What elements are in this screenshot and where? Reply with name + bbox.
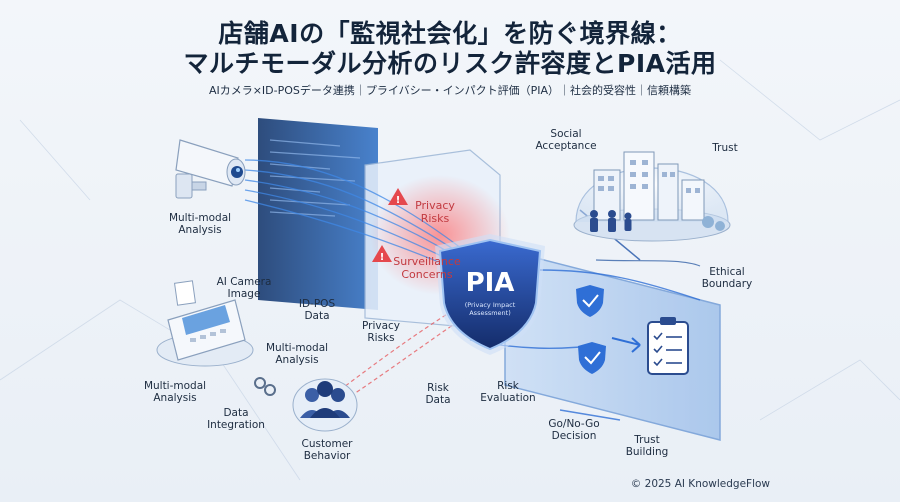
pia-subtitle: (Privacy Impact Assessment) bbox=[464, 301, 516, 317]
title-line-1: 店舗AIの「監視社会化」を防ぐ境界線： bbox=[218, 19, 682, 48]
pia-shield-icon bbox=[435, 234, 545, 355]
pos-terminal-icon bbox=[156, 280, 254, 367]
label-customer-behavior: Customer Behavior bbox=[301, 438, 353, 463]
risk-flow-lines bbox=[339, 299, 476, 401]
clipboard-icon bbox=[647, 317, 689, 375]
check-shield-icon bbox=[576, 285, 604, 317]
label-privacy-risks: Privacy Risks bbox=[361, 320, 401, 345]
label-risk-evaluation: Risk Evaluation bbox=[480, 380, 536, 405]
pia-title: PIA bbox=[465, 268, 515, 298]
svg-text:!: ! bbox=[380, 252, 385, 263]
subtitle: AIカメラ×ID-POSデータ連携｜プライバシー・インパクト評価（PIA）｜社会… bbox=[208, 84, 692, 97]
label-multimodal-analysis-mid: Multi-modal Analysis bbox=[265, 342, 329, 367]
label-trust-building: Trust Building bbox=[625, 434, 669, 459]
security-camera-icon bbox=[175, 139, 246, 199]
label-multimodal-analysis-left: Multi-modal Analysis bbox=[143, 380, 207, 405]
check-shield-icon-2 bbox=[578, 342, 606, 374]
copyright: © 2025 AI KnowledgeFlow bbox=[630, 478, 770, 490]
label-social-acceptance: Social Acceptance bbox=[535, 128, 597, 153]
flow-arrow-icon bbox=[611, 337, 641, 353]
city-dome-icon bbox=[573, 151, 731, 242]
label-data-integration: Data Integration bbox=[207, 407, 265, 432]
data-panel-left bbox=[258, 118, 378, 310]
warning-icon-2: ! bbox=[372, 245, 392, 263]
label-multimodal-analysis-top: Multi-modal Analysis bbox=[168, 212, 232, 237]
label-trust: Trust bbox=[712, 142, 738, 154]
warning-icon: ! bbox=[388, 188, 408, 206]
label-go-no-go-decision: Go/No-Go Decision bbox=[548, 418, 600, 443]
link-icon bbox=[254, 377, 276, 396]
label-risk-data: Risk Data bbox=[425, 382, 451, 407]
label-ai-camera-image: AI Camera Image bbox=[216, 276, 272, 301]
label-surveillance-concerns: Surveillance Concerns bbox=[393, 255, 461, 281]
title-line-2: マルチモーダル分析のリスク許容度とPIA活用 bbox=[183, 49, 717, 78]
ethical-boundary-line bbox=[595, 259, 701, 267]
label-ethical-boundary: Ethical Boundary bbox=[701, 266, 753, 291]
label-id-pos-data: ID-POS Data bbox=[298, 298, 336, 323]
svg-text:!: ! bbox=[396, 195, 401, 206]
customer-group-icon bbox=[292, 378, 358, 432]
label-privacy-risks-warning: Privacy Risks bbox=[415, 199, 455, 225]
